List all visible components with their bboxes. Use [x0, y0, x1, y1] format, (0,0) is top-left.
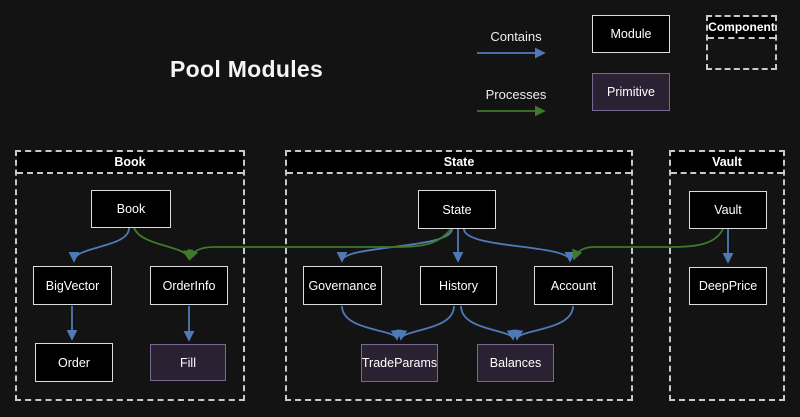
contains-arrow-icon: [477, 47, 546, 59]
node-account-label: Account: [550, 278, 597, 293]
node-bigvector: BigVector: [33, 266, 112, 305]
node-governance-label: Governance: [308, 278, 377, 293]
legend-primitive-label: Primitive: [607, 85, 655, 99]
legend-processes-label: Processes: [485, 87, 547, 102]
node-order-label: Order: [58, 355, 90, 370]
container-book-title: Book: [17, 152, 243, 174]
node-book: Book: [91, 190, 171, 228]
legend-primitive-box: Primitive: [592, 73, 670, 111]
node-balances: Balances: [477, 344, 554, 382]
node-tradeparams: TradeParams: [361, 344, 438, 382]
node-fill-label: Fill: [180, 355, 196, 370]
legend-contains-label: Contains: [490, 29, 542, 44]
node-orderinfo-label: OrderInfo: [162, 278, 216, 293]
node-governance: Governance: [303, 266, 382, 305]
container-state-title: State: [287, 152, 631, 174]
node-vault: Vault: [689, 191, 767, 229]
node-state: State: [418, 190, 496, 229]
node-account: Account: [534, 266, 613, 305]
node-history: History: [420, 266, 497, 305]
node-deepprice-label: DeepPrice: [698, 279, 758, 293]
legend-module-label: Module: [610, 27, 652, 41]
node-orderinfo: OrderInfo: [150, 266, 228, 305]
legend-component-label: Component: [708, 17, 775, 39]
legend-component-box: Component: [706, 15, 777, 70]
legend-module-box: Module: [592, 15, 670, 53]
node-state-label: State: [442, 202, 472, 217]
node-fill: Fill: [150, 344, 226, 381]
processes-arrow-icon: [477, 105, 546, 117]
container-vault: Vault: [669, 150, 785, 401]
node-balances-label: Balances: [489, 356, 542, 370]
container-state: State: [285, 150, 633, 401]
diagram-title: Pool Modules: [170, 56, 324, 82]
container-vault-title: Vault: [671, 152, 783, 174]
node-tradeparams-label: TradeParams: [361, 356, 438, 370]
node-book-label: Book: [116, 202, 146, 216]
node-vault-label: Vault: [714, 203, 742, 217]
container-book: Book: [15, 150, 245, 401]
node-deepprice: DeepPrice: [689, 267, 767, 305]
node-bigvector-label: BigVector: [45, 278, 100, 293]
node-history-label: History: [439, 278, 478, 293]
node-order: Order: [35, 343, 113, 382]
